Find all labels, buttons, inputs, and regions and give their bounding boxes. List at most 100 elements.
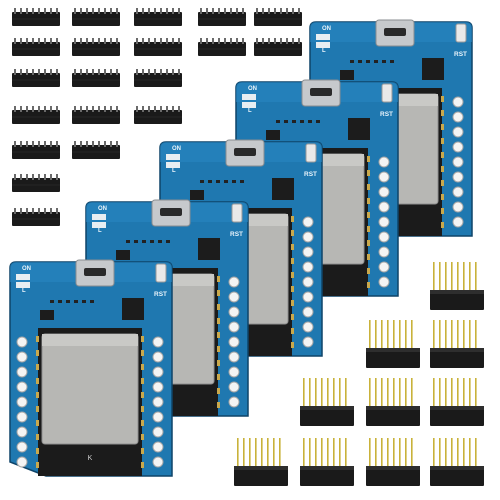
header-pin <box>50 208 52 214</box>
module-shield <box>41 333 139 445</box>
header-pin <box>74 106 76 112</box>
header-pin <box>469 262 471 292</box>
pad-right <box>152 351 164 363</box>
short-header <box>198 8 246 26</box>
header-pin <box>44 38 46 44</box>
header-pin <box>50 174 52 180</box>
header-pin <box>439 378 441 408</box>
header-pin <box>26 38 28 44</box>
reset-button <box>455 23 467 43</box>
module-pin <box>141 350 144 356</box>
header-pin <box>160 69 162 75</box>
pad-right <box>378 216 390 228</box>
smd-part <box>350 60 354 63</box>
header-pin <box>14 141 16 147</box>
header-pin <box>74 141 76 147</box>
reset-button <box>155 263 167 283</box>
header-pin <box>154 69 156 75</box>
header-pin <box>369 378 371 408</box>
header-pin <box>405 320 407 350</box>
header-pin <box>445 320 447 350</box>
header-pin <box>279 438 281 468</box>
module-pin <box>441 110 444 116</box>
header-pin <box>411 320 413 350</box>
smd-part <box>150 240 154 243</box>
module-pin <box>217 374 220 380</box>
pad-right <box>452 186 464 198</box>
header-pin <box>218 8 220 14</box>
header-pin <box>86 38 88 44</box>
header-pin <box>38 208 40 214</box>
header-pin <box>178 69 180 75</box>
header-pin <box>116 141 118 147</box>
module-pin <box>367 254 370 260</box>
header-pin <box>98 8 100 14</box>
silk-on-label: ON <box>248 86 257 92</box>
header-pin <box>26 208 28 214</box>
header-pin <box>148 69 150 75</box>
header-plastic <box>430 348 484 368</box>
module-pin <box>291 300 294 306</box>
module-pin <box>141 392 144 398</box>
header-pin <box>451 262 453 292</box>
header-top <box>430 348 484 352</box>
regulator-chip <box>116 250 130 260</box>
module-pin <box>217 318 220 324</box>
header-pin <box>339 438 341 468</box>
header-pin <box>44 208 46 214</box>
header-pin <box>475 438 477 468</box>
header-pin <box>387 438 389 468</box>
silk-rst-label: RST <box>230 231 243 238</box>
header-pin <box>298 38 300 44</box>
header-pin <box>218 38 220 44</box>
module-pin <box>36 406 39 412</box>
module-pin <box>441 96 444 102</box>
pad-right <box>228 381 240 393</box>
long-header <box>366 438 420 486</box>
module-pin <box>141 434 144 440</box>
header-pin <box>298 8 300 14</box>
header-pin <box>451 320 453 350</box>
header-pin <box>80 69 82 75</box>
module-pin <box>441 208 444 214</box>
module-pin <box>36 336 39 342</box>
regulator-chip <box>340 70 354 80</box>
header-pin <box>375 438 377 468</box>
smd-part <box>358 60 362 63</box>
header-pin <box>457 262 459 292</box>
module-mark: K <box>88 455 93 462</box>
smd-part <box>166 240 170 243</box>
usb-port <box>310 88 332 96</box>
header-plastic <box>234 466 288 486</box>
header-pin <box>44 174 46 180</box>
header-pin <box>166 38 168 44</box>
pad-right <box>452 126 464 138</box>
header-pin <box>38 106 40 112</box>
header-pin <box>20 174 22 180</box>
header-pin <box>369 438 371 468</box>
silk-on-label: ON <box>172 146 181 152</box>
header-pin <box>405 378 407 408</box>
header-pin <box>463 438 465 468</box>
pad-right <box>302 336 314 348</box>
header-pin <box>50 141 52 147</box>
header-pin <box>381 378 383 408</box>
header-pin <box>445 438 447 468</box>
silk-rst-label: RST <box>304 171 317 178</box>
header-pin <box>80 38 82 44</box>
header-pin <box>321 378 323 408</box>
smd-part <box>82 300 86 303</box>
header-pin <box>38 141 40 147</box>
header-plastic <box>366 406 420 426</box>
header-pin <box>451 378 453 408</box>
header-pin <box>262 8 264 14</box>
smd-part <box>382 60 386 63</box>
header-pin <box>286 8 288 14</box>
header-pin <box>142 8 144 14</box>
header-pin <box>345 438 347 468</box>
header-pin <box>475 378 477 408</box>
module-pin <box>141 462 144 468</box>
module-pin <box>217 360 220 366</box>
